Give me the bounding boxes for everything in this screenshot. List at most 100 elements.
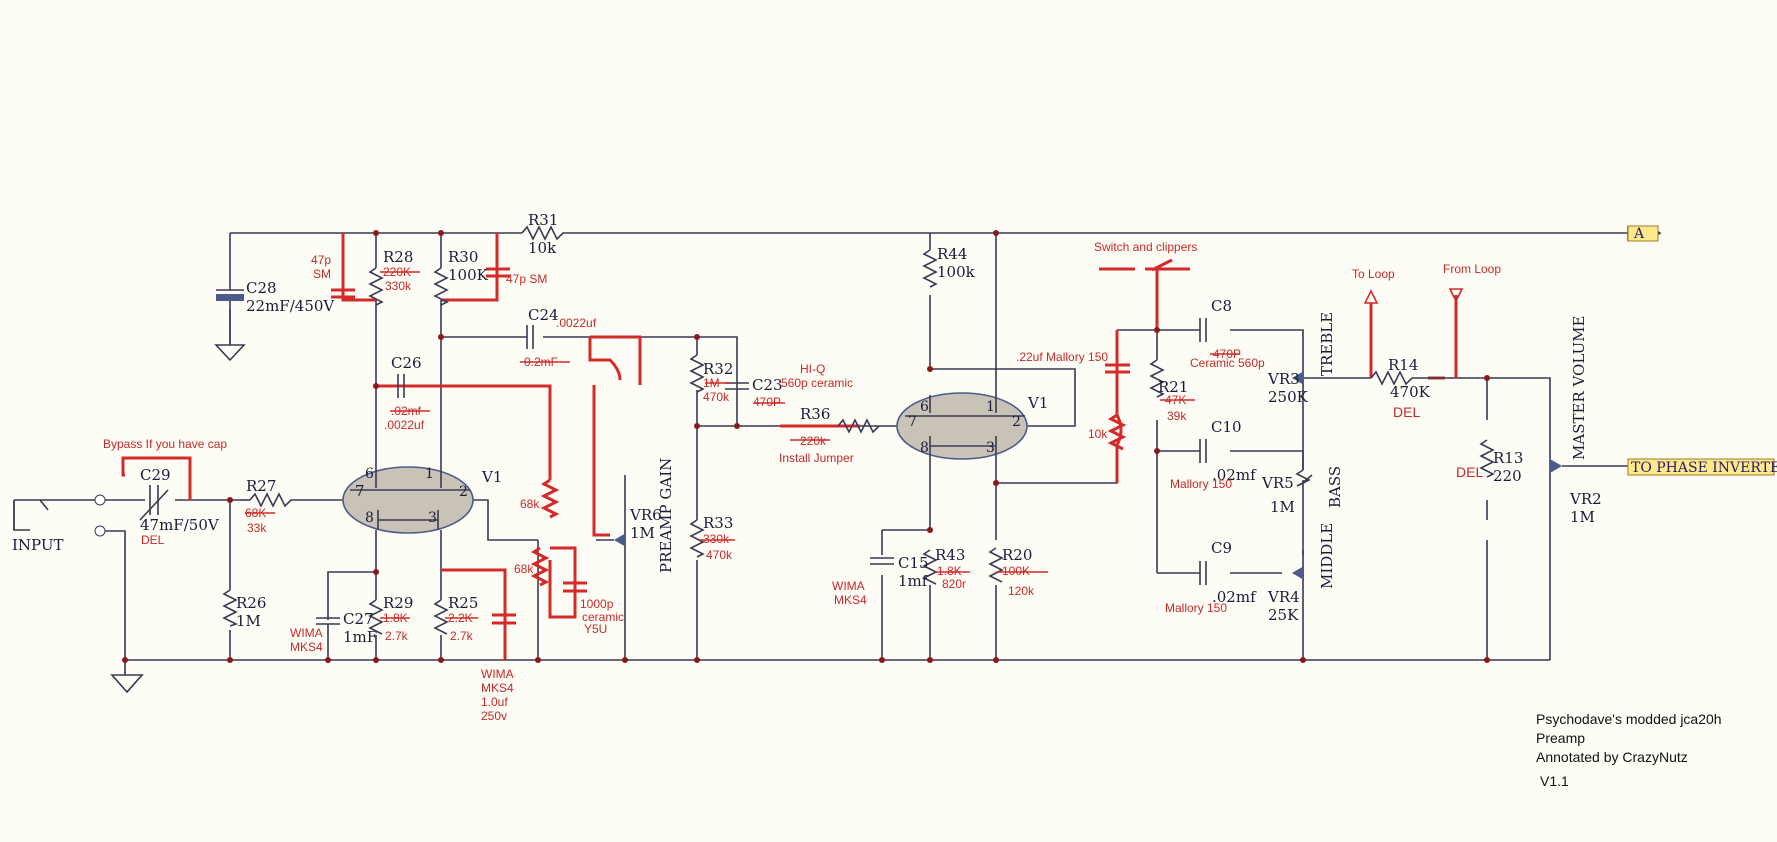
- label-pin2: 2: [459, 484, 468, 500]
- note-250v: 250v: [481, 709, 507, 723]
- note-r33-old: 330k: [703, 532, 730, 546]
- note-r21-old: 47K: [1165, 393, 1186, 407]
- note-mallory-1: Mallory 150: [1170, 477, 1232, 491]
- note-r20-new: 120k: [1008, 584, 1035, 598]
- note-560p: 560p ceramic: [781, 376, 853, 390]
- note-68k-1: 68k: [520, 497, 540, 511]
- note-mks4-1: MKS4: [290, 640, 323, 654]
- note-c24-new: .0022uf: [556, 316, 597, 330]
- note-c29-del: DEL: [141, 533, 165, 547]
- tag-a-box: [1627, 225, 1659, 242]
- label-vr6-val: 1M: [630, 524, 655, 542]
- tags: A TO PHASE INVERTER: [1627, 225, 1777, 476]
- note-wima-3: WIMA: [832, 579, 865, 593]
- note-r21-new: 39k: [1167, 409, 1187, 423]
- symbols: [13, 226, 1662, 694]
- label-r32: R32: [703, 360, 733, 378]
- label-vr3-val: 250K: [1268, 388, 1309, 406]
- label-c15: C15: [898, 554, 929, 572]
- label-r44-val: 100k: [937, 263, 976, 281]
- label-c26: C26: [391, 354, 422, 372]
- label-v1b-pin3: 3: [986, 440, 995, 456]
- note-10k: 10k: [1088, 427, 1108, 441]
- note-22uf: .22uf Mallory 150: [1016, 350, 1108, 364]
- note-to-loop: To Loop: [1352, 267, 1395, 281]
- label-r31-val: 10k: [528, 239, 557, 257]
- note-c-47p: 47p: [311, 253, 331, 267]
- label-input: INPUT: [12, 536, 64, 554]
- title-line-4: V1.1: [1540, 773, 1569, 789]
- note-jumper: Install Jumper: [779, 451, 854, 465]
- note-ceramic-560p: Ceramic 560p: [1190, 356, 1265, 370]
- label-vr5: VR5: [1261, 474, 1294, 492]
- note-c26-old: .02mf: [391, 404, 422, 418]
- note-r43-old: 1.8K: [937, 564, 962, 578]
- label-r26-val: 1M: [236, 612, 261, 630]
- note-r20-old: 100K: [1002, 564, 1030, 578]
- note-47p-sm: 47p SM: [506, 272, 547, 286]
- label-r13: R13: [1493, 449, 1523, 467]
- labels-red: 47p SM 220K 330k 47p SM .0022uf 0.2mF .0…: [103, 240, 1501, 723]
- note-r27-old: 68K: [245, 506, 266, 520]
- note-r36-old: 220k: [800, 434, 827, 448]
- label-vr6: VR6: [629, 506, 662, 524]
- label-preamp-gain: PREAMP GAIN: [657, 458, 675, 573]
- labels-dark: R31 10k C28 22mF/450V R28 R30 100K C24 C…: [12, 211, 1602, 646]
- note-hiq: HI-Q: [800, 362, 825, 376]
- label-r29: R29: [383, 594, 413, 612]
- label-v1b-pin2: 2: [1012, 414, 1021, 430]
- label-c29-val: 47mF/50V: [140, 516, 220, 534]
- note-ceramic: ceramic: [582, 610, 624, 624]
- label-r28: R28: [383, 248, 413, 266]
- label-v1b-pin7: 7: [908, 414, 917, 430]
- tubes: [342, 392, 1028, 534]
- label-pin7: 7: [355, 482, 365, 500]
- note-from-loop: From Loop: [1443, 262, 1501, 276]
- label-c8: C8: [1211, 297, 1232, 315]
- label-vr4: VR4: [1267, 588, 1300, 606]
- label-vr5-val: 1M: [1270, 498, 1295, 516]
- label-c28-val: 22mF/450V: [246, 297, 335, 315]
- label-vr2-val: 1M: [1570, 508, 1595, 526]
- note-r29-new: 2.7k: [385, 629, 409, 643]
- label-v1b-pin6: 6: [920, 399, 929, 415]
- note-r43-new: 820r: [942, 577, 966, 591]
- label-r36: R36: [800, 405, 830, 423]
- label-c10: C10: [1211, 418, 1242, 436]
- label-r14: R14: [1388, 356, 1418, 374]
- note-1uf: 1.0uf: [481, 695, 508, 709]
- label-pin1: 1: [425, 466, 434, 482]
- label-r13-val: 220: [1493, 467, 1522, 485]
- label-r27: R27: [246, 477, 276, 495]
- tag-phase-inverter-box: [1627, 458, 1775, 476]
- label-r44: R44: [937, 245, 967, 263]
- label-v1b-pin8: 8: [920, 440, 929, 456]
- note-r13-del: DEL: [1456, 464, 1483, 480]
- label-treble: TREBLE: [1318, 312, 1336, 376]
- label-r21: R21: [1158, 378, 1188, 396]
- note-r25-old: 2.2K: [448, 611, 473, 625]
- label-c9-val: .02mf: [1212, 588, 1257, 606]
- label-r26: R26: [236, 594, 266, 612]
- note-68k-2: 68k: [514, 562, 534, 576]
- strikes: [245, 271, 1240, 619]
- label-c27: C27: [343, 610, 374, 628]
- label-r14-val: 470K: [1390, 383, 1431, 401]
- label-master-volume: MASTER VOLUME: [1570, 316, 1588, 460]
- label-r20: R20: [1002, 546, 1032, 564]
- junction-dots: [122, 230, 1490, 663]
- capacitors: [139, 267, 1207, 625]
- title-block: Psychodave's modded jca20h Preamp Annota…: [1536, 711, 1722, 789]
- label-c23: C23: [752, 376, 783, 394]
- label-c24: C24: [528, 306, 559, 324]
- note-sm: SM: [313, 267, 331, 281]
- label-pin8: 8: [365, 510, 374, 526]
- label-r25: R25: [448, 594, 478, 612]
- note-wima-1: WIMA: [290, 626, 323, 640]
- label-c9: C9: [1211, 539, 1232, 557]
- note-1000p: 1000p: [580, 597, 614, 611]
- label-bass: BASS: [1326, 466, 1344, 508]
- label-r43: R43: [935, 546, 965, 564]
